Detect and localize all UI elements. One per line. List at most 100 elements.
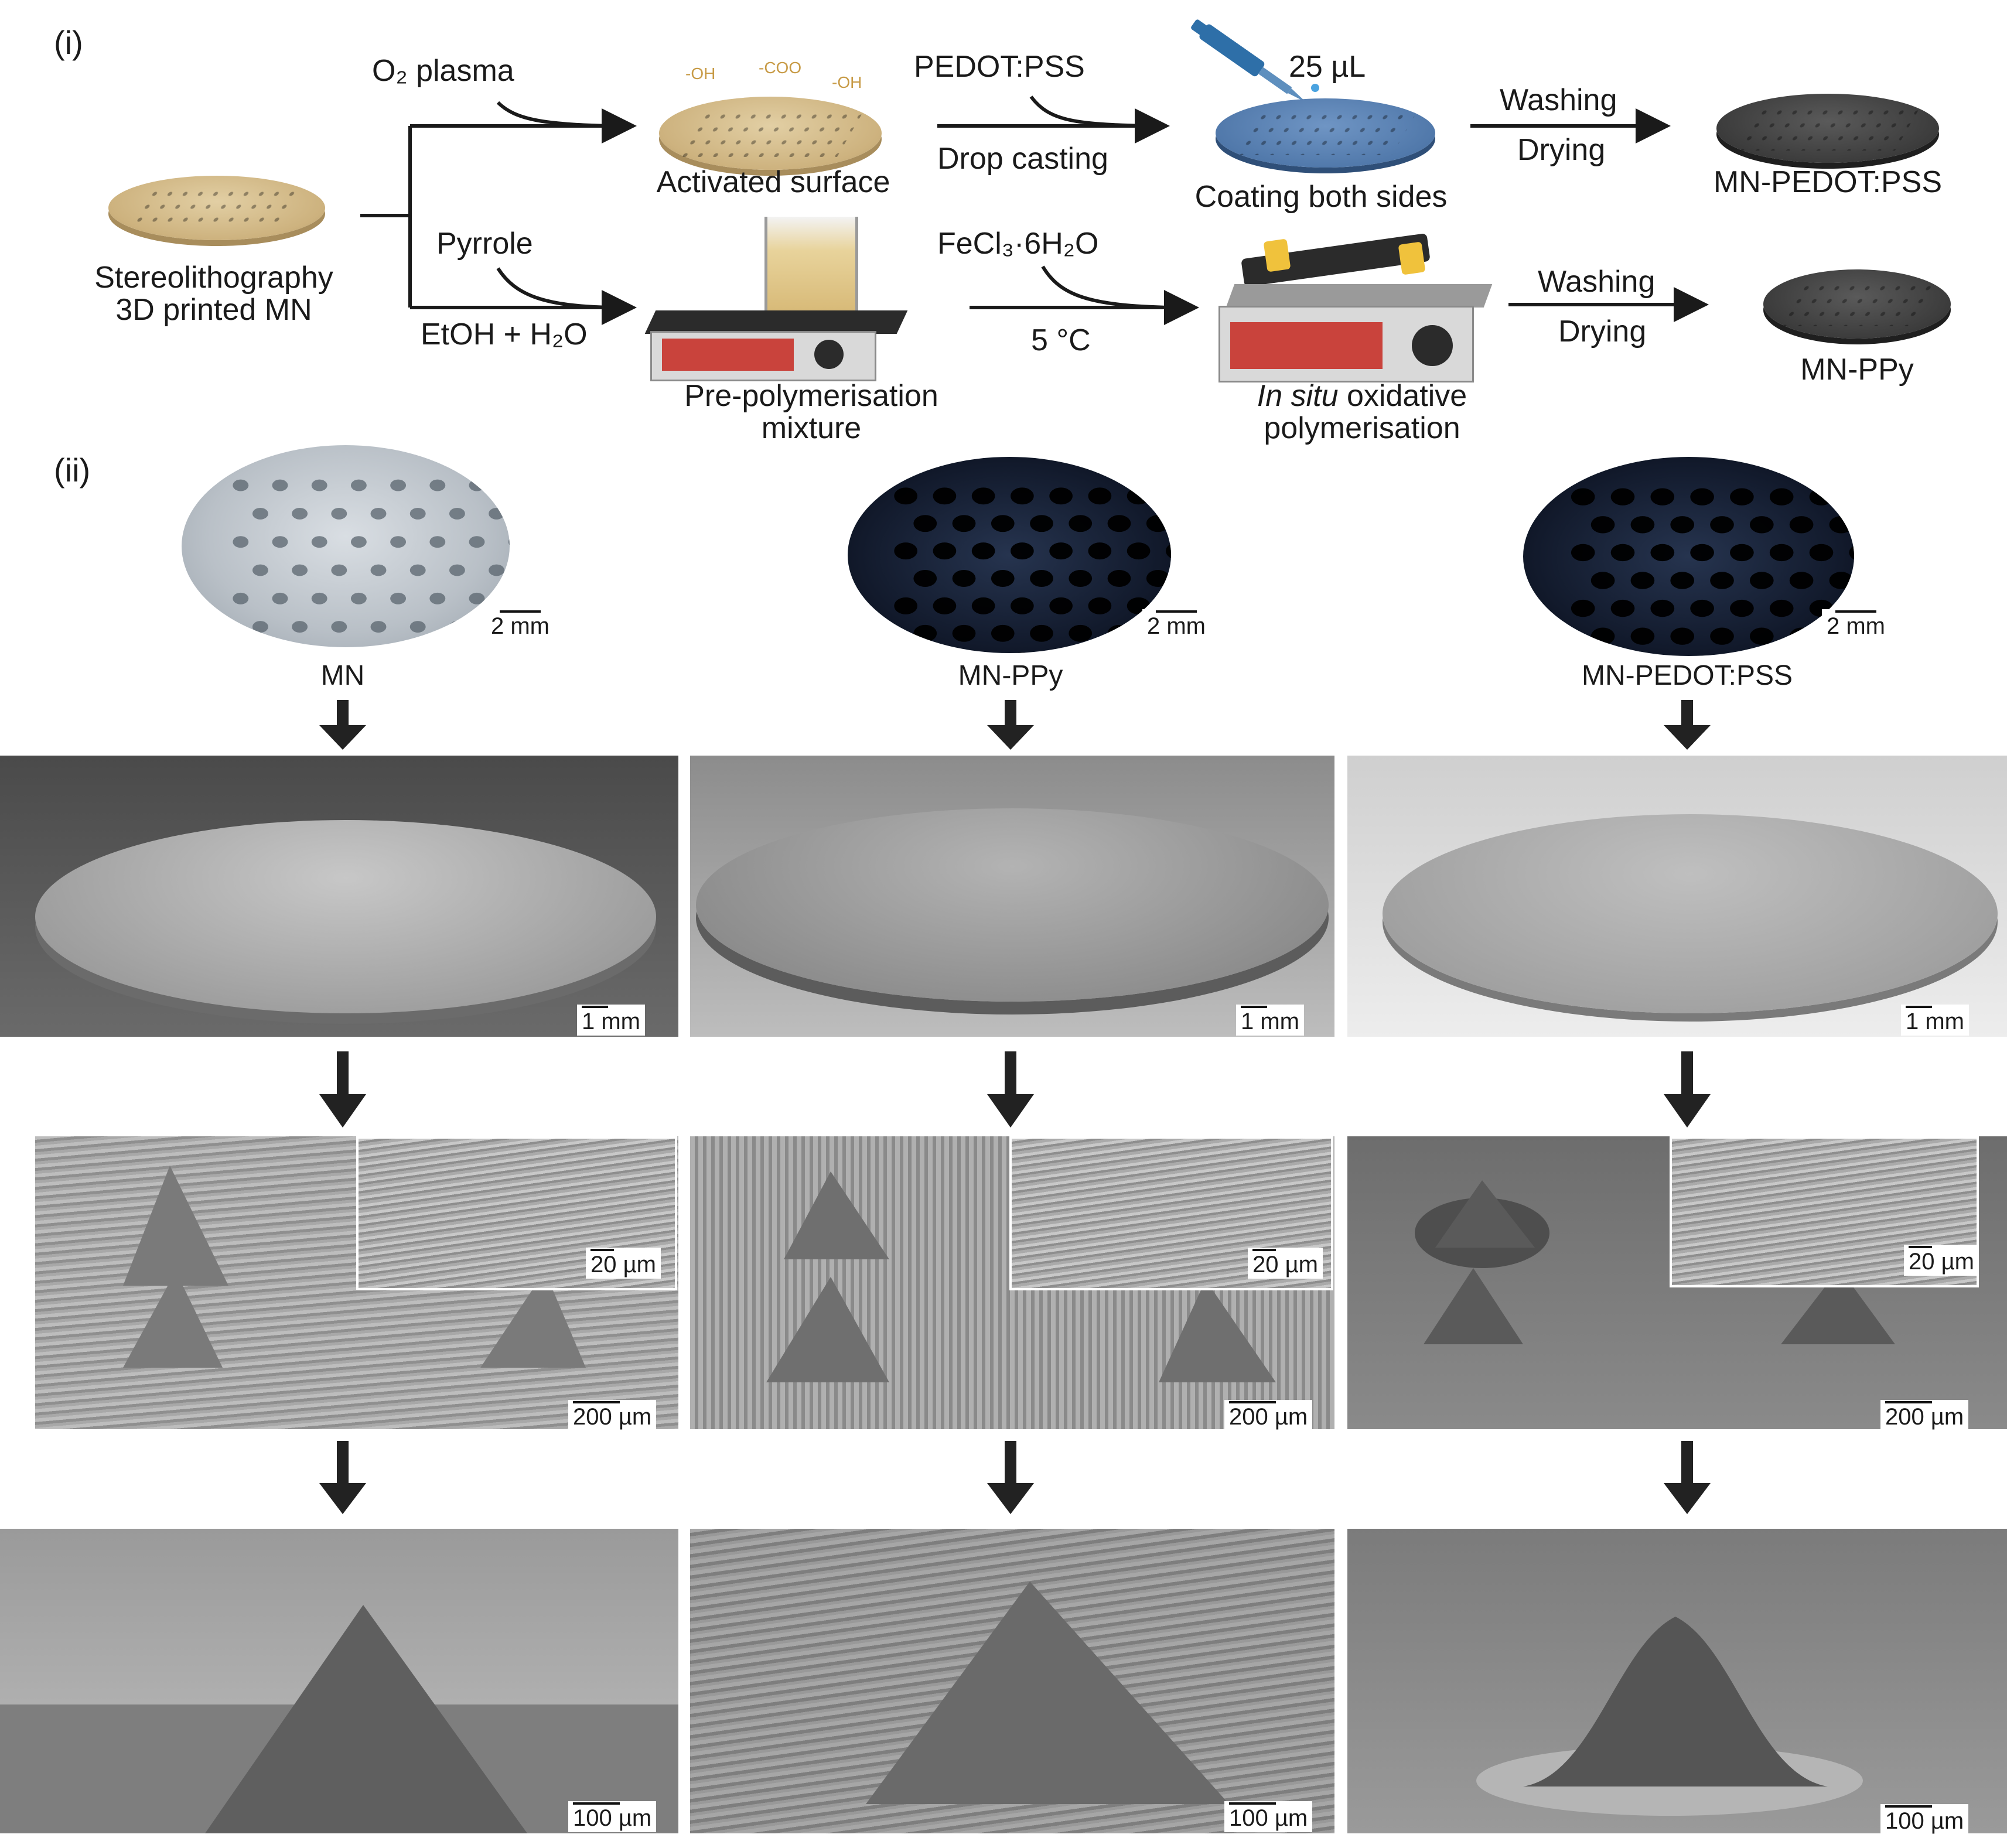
needle-dot <box>429 593 446 605</box>
in-situ-italic: In situ <box>1257 379 1339 413</box>
arrow-down-icon <box>1664 1441 1711 1514</box>
needle-dot <box>933 487 957 505</box>
needle-cones-mn-pedot <box>1415 1180 1895 1344</box>
needle-dot <box>1769 599 1794 617</box>
arrow-down-icon <box>319 700 366 750</box>
needle-dot <box>1069 515 1093 532</box>
needle-dot <box>894 597 918 615</box>
needle-dot <box>1650 544 1674 561</box>
sem-overview-mn <box>0 756 678 1037</box>
needle-dot <box>1049 487 1073 505</box>
needle-dot <box>1030 570 1054 587</box>
needle-dot <box>1617 655 1627 656</box>
pedot-pss-reagent-label: PEDOT:PSS <box>914 50 1085 84</box>
group-oh-2: -OH <box>832 73 862 91</box>
needle-dot <box>1709 515 1734 534</box>
drop-casting-label: Drop casting <box>937 142 1108 176</box>
needle-dot <box>1088 597 1112 615</box>
needle-dot <box>1069 625 1093 642</box>
needle-dot <box>252 621 268 633</box>
needle-dot <box>331 621 347 633</box>
inset-scale-mn-pedot: 20 µm <box>1904 1245 1979 1276</box>
needle-dot <box>1816 655 1826 656</box>
column-label-mn: MN <box>320 660 365 691</box>
needle-dot <box>1809 544 1833 561</box>
needle-dot <box>1630 515 1654 534</box>
needle-dot <box>489 508 505 520</box>
sem-needles-mn <box>35 1136 678 1429</box>
coating-both-sides-label: Coating both sides <box>1194 180 1448 214</box>
needle-dot <box>350 480 367 491</box>
inset-scale-mn: 20 µm <box>586 1248 661 1279</box>
needle-dot <box>1107 570 1131 587</box>
photo-mn-pedot <box>1523 457 1854 656</box>
needle-dot <box>233 593 249 605</box>
volume-label: 25 µL <box>1289 50 1366 84</box>
in-situ-polymerisation-label-2: polymerisation <box>1264 411 1460 445</box>
arrow-down-icon <box>319 1441 366 1514</box>
needle-dot <box>292 508 308 520</box>
needle-dot <box>409 508 426 520</box>
needle-dot <box>991 625 1015 642</box>
process-arrows <box>360 95 1709 325</box>
needle-dot <box>1146 570 1170 587</box>
needle-dot <box>1590 572 1615 589</box>
sem-closeup-mn-ppy <box>690 1529 1334 1833</box>
needle-dot <box>1769 544 1794 561</box>
pre-polymerisation-label-1: Pre-polymerisation <box>684 379 938 413</box>
needle-dot <box>390 593 407 605</box>
needle-dot <box>1049 597 1073 615</box>
needle-dot <box>508 539 510 546</box>
sem-needles-mn-ppy <box>690 1136 1334 1429</box>
activated-surface-disk <box>659 97 882 170</box>
needle-dot <box>1578 655 1588 656</box>
needle-dot <box>913 515 937 532</box>
mn-pedot-pss-product-label: MN-PEDOT:PSS <box>1713 165 1943 199</box>
mn-pedot-disk <box>1716 94 1939 163</box>
needle-dot <box>1670 515 1694 534</box>
sem-overview-mn-pedot <box>1347 756 2007 1037</box>
shaker-device <box>1218 233 1493 382</box>
pedot-coated-disk <box>1216 98 1435 168</box>
sem-scale-needles-mn: 200 µm <box>568 1400 657 1431</box>
arrow-down-icon <box>987 1441 1034 1514</box>
needle-dot <box>311 480 327 491</box>
needle-dot <box>991 570 1015 587</box>
washing-label-bottom: Washing <box>1538 265 1656 299</box>
sem-overview-mn-ppy <box>690 756 1334 1037</box>
needle-dot <box>1166 544 1171 558</box>
needle-dot <box>390 480 407 491</box>
needle-dot <box>292 564 308 576</box>
needle-dot <box>1689 544 1714 561</box>
needle-dot <box>1166 489 1171 504</box>
needle-dot <box>1729 599 1754 617</box>
needle-dot <box>1011 542 1034 560</box>
needle-dot <box>1146 515 1170 532</box>
sem-closeup-mn <box>0 1529 678 1833</box>
needle-dot <box>370 564 387 576</box>
needle-dot <box>1670 572 1694 589</box>
activated-surface-label: Activated surface <box>656 165 890 199</box>
group-oh-1: -OH <box>685 64 716 83</box>
needle-dot <box>1689 488 1714 505</box>
sem-scale-closeup-mn-pedot: 100 µm <box>1880 1804 1969 1835</box>
needle-dot <box>1749 515 1774 534</box>
photo-scale-mn-pedot: 2 mm <box>1822 609 1890 640</box>
photo-scale-mn-ppy: 2 mm <box>1142 609 1210 640</box>
needle-closeup-mn-pedot <box>1476 1617 1863 1816</box>
group-coo: -COO <box>759 59 802 77</box>
pre-polymerisation-label-2: mixture <box>761 411 862 445</box>
temperature-label: 5 °C <box>1031 323 1091 357</box>
sem-scale-closeup-mn: 100 µm <box>568 1801 657 1832</box>
needle-dot <box>1729 544 1754 561</box>
needle-dot <box>1571 488 1595 505</box>
needle-dot <box>390 536 407 548</box>
column-label-mn-pedot-pss: MN-PEDOT:PSS <box>1581 660 1793 691</box>
sem-closeup-mn-pedot <box>1347 1529 2007 1833</box>
pyrrole-label: Pyrrole <box>436 227 533 261</box>
needle-dot <box>1709 572 1734 589</box>
needle-dot <box>1107 625 1131 642</box>
needle-dot <box>311 593 327 605</box>
needle-dot <box>292 621 308 633</box>
needle-dot <box>252 508 268 520</box>
